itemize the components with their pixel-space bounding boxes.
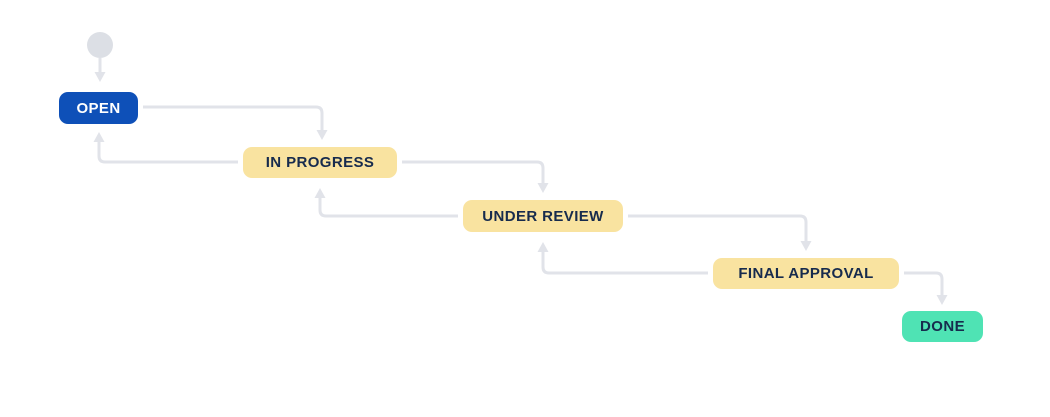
arrow-up-icon [93,132,105,142]
status-node-final-approval: FINAL APPROVAL [713,258,899,289]
edge-line [318,197,458,218]
status-node-in-progress: IN PROGRESS [243,147,397,178]
arrow-up-icon [314,188,326,198]
edge-line [97,141,238,164]
edge-open-to-in-progress [143,105,328,140]
edge-line [402,160,545,184]
status-node-open: OPEN [59,92,138,124]
edge-under-review-to-in-progress [314,188,458,218]
edge-line [541,251,708,275]
edge-under-review-to-final-approval [628,214,812,251]
edge-line [904,271,944,296]
arrow-down-icon [537,183,549,193]
status-node-under-review: UNDER REVIEW [463,200,623,232]
edge-final-approval-to-done [904,271,948,305]
edge-final-approval-to-under-review [537,242,708,275]
edge-start-to-open [94,58,106,82]
arrow-down-icon [800,241,812,251]
status-node-done: DONE [902,311,983,342]
edge-in-progress-to-under-review [402,160,549,193]
arrow-down-icon [94,72,106,82]
edge-line [628,214,808,242]
edge-line [143,105,324,131]
edge-in-progress-to-open [93,132,238,164]
arrow-down-icon [936,295,948,305]
start-node-circle [87,32,113,58]
arrow-down-icon [316,130,328,140]
arrow-up-icon [537,242,549,252]
